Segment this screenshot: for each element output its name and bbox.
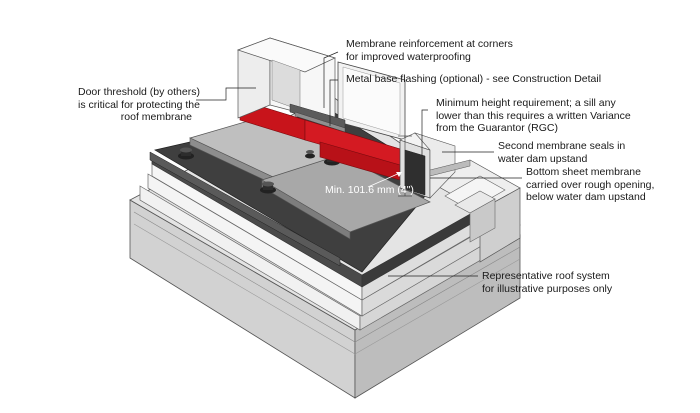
min-height-dimension: Min. 101.6 mm (4") <box>325 135 414 197</box>
label-corner-reinforcement: Membrane reinforcement at corners for im… <box>346 38 513 63</box>
leader-lines <box>196 51 522 277</box>
label-bottom-sheet: Bottom sheet membrane carried over rough… <box>526 166 655 203</box>
label-minimum-height: Minimum height requirement; a sill any l… <box>436 97 631 134</box>
leader-metal-base-flashing <box>329 79 338 126</box>
label-second-membrane: Second membrane seals in water dam upsta… <box>498 140 626 165</box>
label-door-threshold: Door threshold (by others) is critical f… <box>78 86 200 123</box>
dimension-label: Min. 101.6 mm (4") <box>325 184 414 196</box>
label-metal-base-flashing: Metal base flashing (optional) - see Con… <box>346 73 602 85</box>
paver-front <box>261 154 431 240</box>
roof-system-layers <box>139 154 506 331</box>
leader-corner-reinforcement <box>323 51 339 108</box>
door-frame <box>236 37 406 141</box>
leader-minimum-height <box>421 109 428 156</box>
leader-door-threshold <box>196 87 256 101</box>
label-roof-system: Representative roof system for illustrat… <box>482 270 613 295</box>
water-dam-upstand <box>399 132 471 199</box>
